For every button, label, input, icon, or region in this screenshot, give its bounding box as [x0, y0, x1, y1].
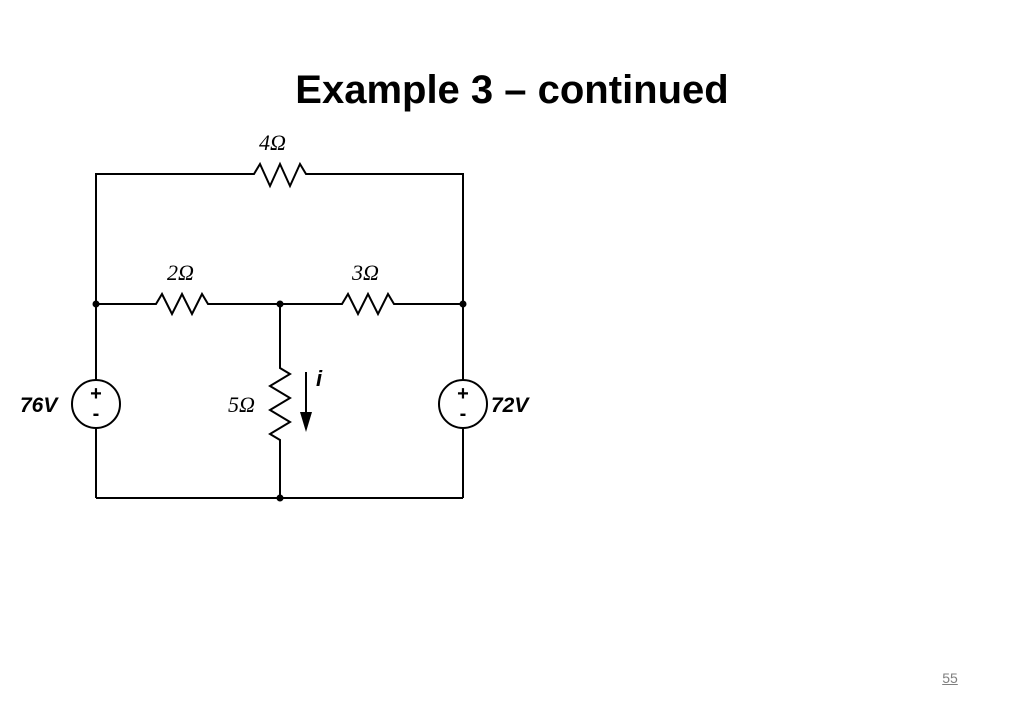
center-wire — [268, 304, 292, 498]
current-label: i — [316, 366, 323, 391]
slide-title: Example 3 – continued — [295, 68, 729, 112]
resistor-label-top: 4Ω — [259, 130, 286, 155]
node-bottom — [276, 494, 284, 502]
right-source-minus: - — [460, 403, 467, 425]
node-right — [459, 300, 467, 308]
node-center — [276, 300, 284, 308]
right-source-plus: + — [457, 383, 469, 405]
node-left — [92, 300, 100, 308]
resistor-label-left: 2Ω — [167, 260, 194, 285]
resistor-label-right: 3Ω — [351, 260, 379, 285]
left-source-label: 76V — [20, 394, 59, 417]
page-number: 55 — [942, 670, 958, 686]
right-voltage-source — [438, 379, 488, 429]
current-arrow-head — [300, 412, 312, 432]
resistor-label-middle: 5Ω — [228, 392, 255, 417]
right-source-label: 72V — [491, 394, 530, 417]
top-wire — [95, 161, 464, 304]
left-voltage-source — [71, 379, 121, 429]
left-source-plus: + — [90, 383, 102, 405]
left-source-minus: - — [93, 403, 100, 425]
